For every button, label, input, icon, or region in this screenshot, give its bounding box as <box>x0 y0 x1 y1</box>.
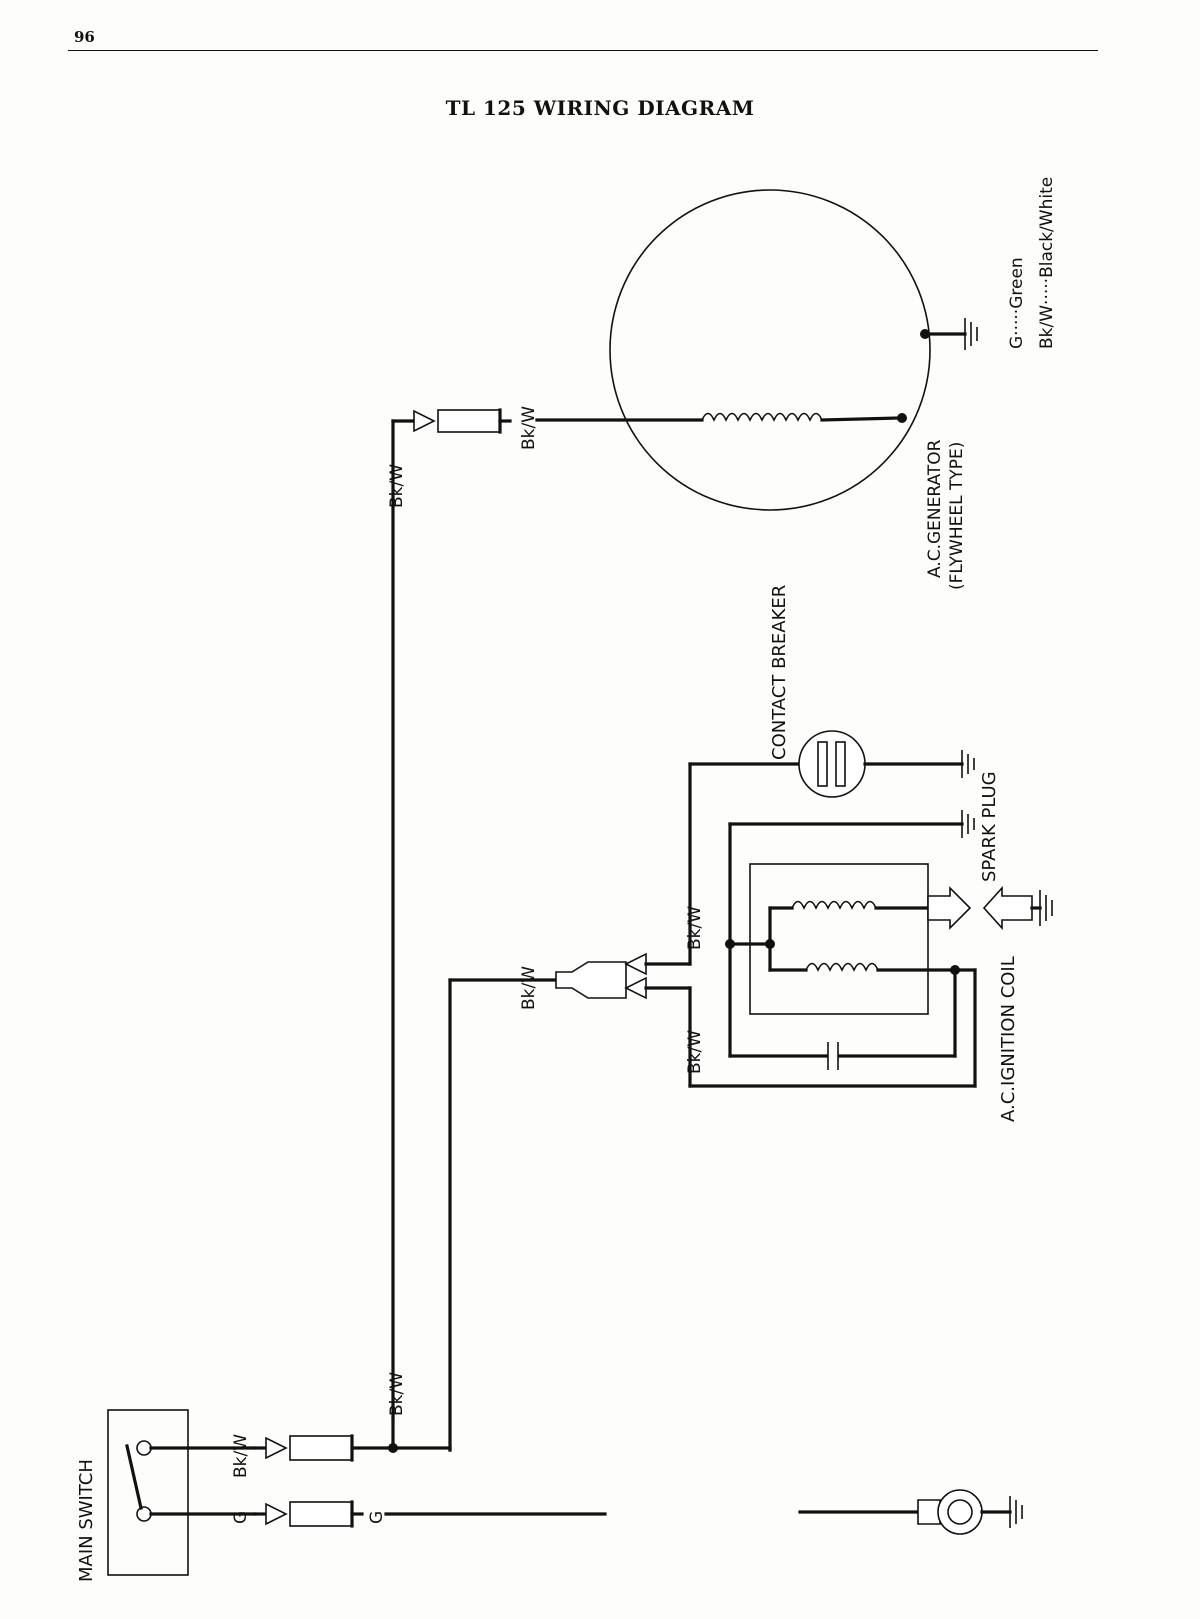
contact-breaker-ground-icon <box>961 750 975 778</box>
wire-label-bkw-main-switch: Bk/W <box>231 1434 251 1478</box>
ignition-coil-label: A.C.IGNITION COIL <box>998 956 1019 1122</box>
main-switch-bkw-connector <box>253 1416 452 1462</box>
ignition-connector-arrow-top-icon <box>624 952 647 976</box>
spark-plug-out-arrow-icon <box>927 886 972 930</box>
wire-label-bkw-generator: Bk/W <box>519 406 539 450</box>
ignition-coil-ground-icon <box>961 810 975 838</box>
contact-breaker: CONTACT BREAKER <box>688 585 975 966</box>
ground-terminal-ground-icon <box>1009 1496 1023 1528</box>
generator-label-line2: (FLYWHEEL TYPE) <box>947 442 967 590</box>
connector-arrow-icon <box>413 409 436 433</box>
main-switch: MAIN SWITCH <box>76 1409 257 1582</box>
generator-coil-icon <box>701 412 823 422</box>
ac-generator: A.C.GENERATOR (FLYWHEEL TYPE) <box>535 189 978 590</box>
wire-label-bkw-lower-vertical: Bk/W <box>387 1372 407 1416</box>
wire-label-bkw-upper-vertical: Bk/W <box>387 464 407 508</box>
wire-label-g-main-switch: G <box>231 1511 251 1524</box>
spark-plug-terminal-icon <box>982 885 1033 931</box>
ignition-connector-housing <box>555 961 627 999</box>
ground-terminal <box>798 1489 1023 1535</box>
ac-ignition-coil: A.C.IGNITION COIL <box>688 810 1019 1122</box>
main-switch-g-connector <box>253 1500 607 1528</box>
legend-green: G·····Green <box>1007 257 1027 349</box>
main-switch-g-arrow-icon <box>265 1502 288 1526</box>
page-title: TL 125 WIRING DIAGRAM <box>445 96 755 120</box>
wire-label-bkw-coil-lower: Bk/W <box>685 1030 705 1074</box>
legend-black-white: Bk/W·····Black/White <box>1037 177 1057 349</box>
generator-ground-icon <box>964 318 978 350</box>
ignition-coil-primary-icon <box>791 900 877 910</box>
wire-label-g-connector: G <box>367 1511 387 1524</box>
header-rule <box>68 50 1098 51</box>
spark-plug-label: SPARK PLUG <box>979 771 1000 882</box>
contact-breaker-circle <box>798 730 866 798</box>
generator-connector <box>391 408 512 1420</box>
contact-breaker-label: CONTACT BREAKER <box>769 585 790 760</box>
page-number: 96 <box>74 28 95 46</box>
generator-junction-dot <box>897 413 907 423</box>
main-switch-housing <box>107 1409 189 1576</box>
connector-housing <box>437 409 501 433</box>
ignition-coil-housing <box>749 863 929 1015</box>
wire-coil-to-frame <box>820 416 902 422</box>
generator-label-line1: A.C.GENERATOR <box>925 439 945 578</box>
wire-label-bkw-breaker: Bk/W <box>685 906 705 950</box>
spark-plug: SPARK PLUG <box>927 771 1053 931</box>
main-switch-lever <box>125 1444 143 1510</box>
main-switch-bkw-arrow-icon <box>265 1436 288 1460</box>
generator-flywheel-circle <box>609 189 931 511</box>
spark-plug-ground-icon <box>1039 890 1053 926</box>
main-switch-label: MAIN SWITCH <box>76 1459 97 1582</box>
ignition-coil-secondary-icon <box>805 962 879 972</box>
wire-label-bkw-ignition-input: Bk/W <box>519 966 539 1010</box>
ignition-connector <box>555 952 692 1000</box>
ignition-connector-arrow-bottom-icon <box>624 976 647 1000</box>
